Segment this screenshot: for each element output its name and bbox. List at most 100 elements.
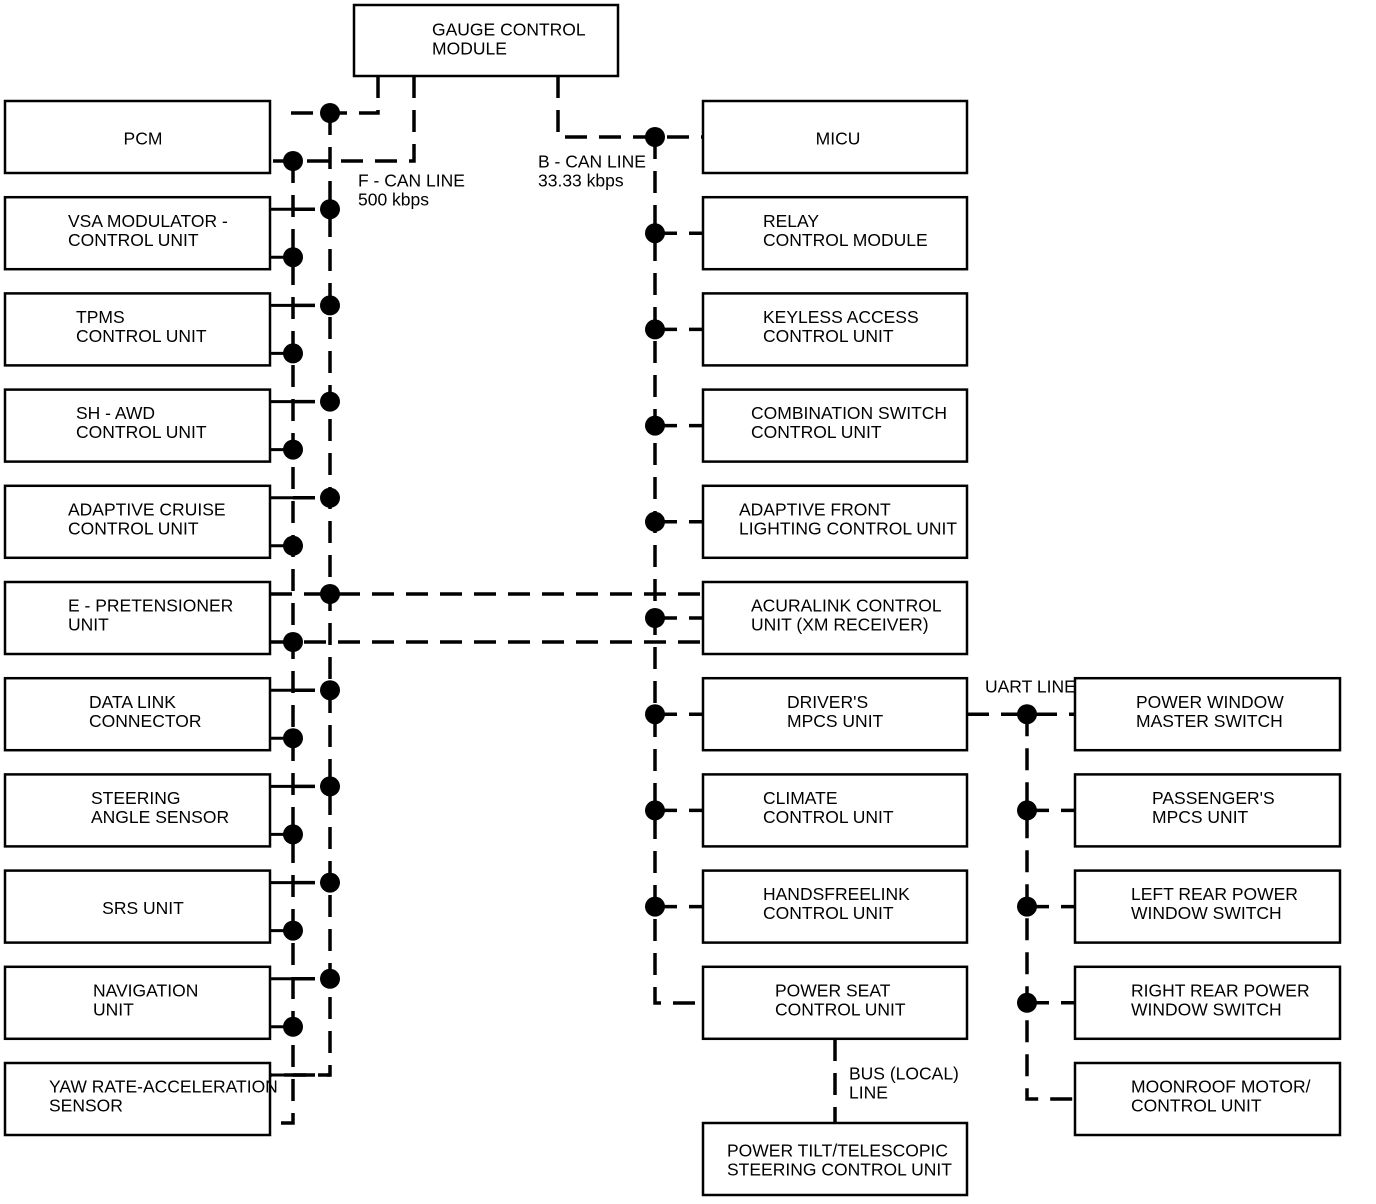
f-can-line [270,76,416,163]
module-label: SENSOR [49,1096,123,1116]
junction-dot [320,199,340,220]
junction-dot [283,1016,303,1037]
module-label: MPCS UNIT [787,711,884,731]
f-can-bus-b [270,161,295,1125]
junction-dot [320,776,340,797]
module-label: CONTROL UNIT [763,326,894,346]
module-box-left [3,388,272,463]
steering-module-box [701,1121,969,1197]
junction-dot [283,824,303,845]
module-box-right [701,773,969,848]
junction-dot [283,247,303,268]
module-box-left [3,869,272,944]
module-label: DRIVER'S [787,692,868,712]
junction-dot [645,319,665,340]
module-label: TPMS [76,307,125,327]
module-box-right [701,195,969,271]
b-can-label: 33.33 kbps [538,171,624,191]
module-box-left [3,676,272,752]
module-label: CONTROL UNIT [1131,1096,1262,1116]
junction-dot [283,151,303,171]
junction-dot [645,415,665,436]
module-box-left [3,195,272,271]
junction-dot [645,127,665,147]
junction-dot [645,608,665,628]
module-box-left [3,580,272,656]
junction-dot [283,728,303,749]
b-can-bus [653,137,703,1005]
junction-dot [320,295,340,316]
module-label: CONTROL UNIT [68,518,199,538]
junction-dot [320,872,340,893]
module-box-right [701,580,969,656]
module-label: COMBINATION SWITCH [751,403,947,423]
module-label: MPCS UNIT [1152,807,1249,827]
junction-dot [283,632,303,652]
junction-dot [1017,992,1037,1013]
b-can-label: B - CAN LINE [538,152,646,172]
b-can-line [556,76,703,139]
junction-dot [320,584,340,604]
module-label: CONTROL UNIT [68,230,199,250]
module-box-left [3,99,272,175]
module-box-left [3,484,272,560]
module-label: DATA LINK [89,692,176,712]
junction-dot [283,920,303,941]
module-label: CONTROL UNIT [751,422,882,442]
module-label: CONTROL UNIT [76,326,207,346]
module-label: KEYLESS ACCESS [763,307,919,327]
junction-dot [283,535,303,556]
module-box-right [701,676,969,752]
steering-module-label: STEERING CONTROL UNIT [727,1160,952,1180]
module-label: CLIMATE [763,788,838,808]
bus-local-label: BUS (LOCAL) [849,1064,959,1084]
module-box-right [701,869,969,944]
module-label: HANDSFREELINK [763,884,910,904]
module-box-uart [1073,869,1342,944]
module-label: LIGHTING CONTROL UNIT [739,518,957,538]
module-label: PASSENGER'S [1152,788,1275,808]
module-label: MOONROOF MOTOR/ [1131,1077,1311,1097]
uart-label: UART LINE [985,677,1076,697]
module-label: MICU [816,129,861,149]
gauge-control-module-label: MODULE [432,39,507,59]
module-label: NAVIGATION [93,980,198,1000]
module-label: UNIT [93,999,134,1019]
module-box-left [3,773,272,848]
junction-dot [1017,800,1037,821]
junction-dot [283,439,303,460]
module-box-left [3,1061,272,1137]
module-box-uart [1073,676,1342,752]
module-box-right [701,388,969,463]
junction-dot [645,896,665,917]
module-label: UNIT (XM RECEIVER) [751,615,929,635]
module-label: WINDOW SWITCH [1131,903,1282,923]
junction-dot [645,511,665,532]
junction-dot [645,223,665,244]
junction-dot [320,968,340,989]
module-label: UNIT [68,615,109,635]
module-label: RELAY [763,211,819,231]
gauge-control-module-box [352,3,620,78]
module-box-right [701,965,969,1041]
module-label: SRS UNIT [102,898,184,918]
module-box-left [3,965,272,1041]
steering-module-label: POWER TILT/TELESCOPIC [727,1141,948,1161]
module-label: MASTER SWITCH [1136,711,1283,731]
module-box-uart [1073,1061,1342,1137]
module-label: STEERING [91,788,180,808]
bus-local-label: LINE [849,1083,888,1103]
module-label: SH - AWD [76,403,155,423]
gauge-control-module-label: GAUGE CONTROL [432,20,586,40]
module-label: ADAPTIVE FRONT [739,499,891,519]
junction-dot [320,680,340,701]
junction-dot [1017,704,1037,725]
junction-dot [1017,896,1037,917]
module-label: ACURALINK CONTROL [751,596,942,616]
junction-dot [320,103,340,123]
uart-bus [1025,714,1075,1101]
f-can-line [282,76,380,115]
junction-dot [645,800,665,821]
